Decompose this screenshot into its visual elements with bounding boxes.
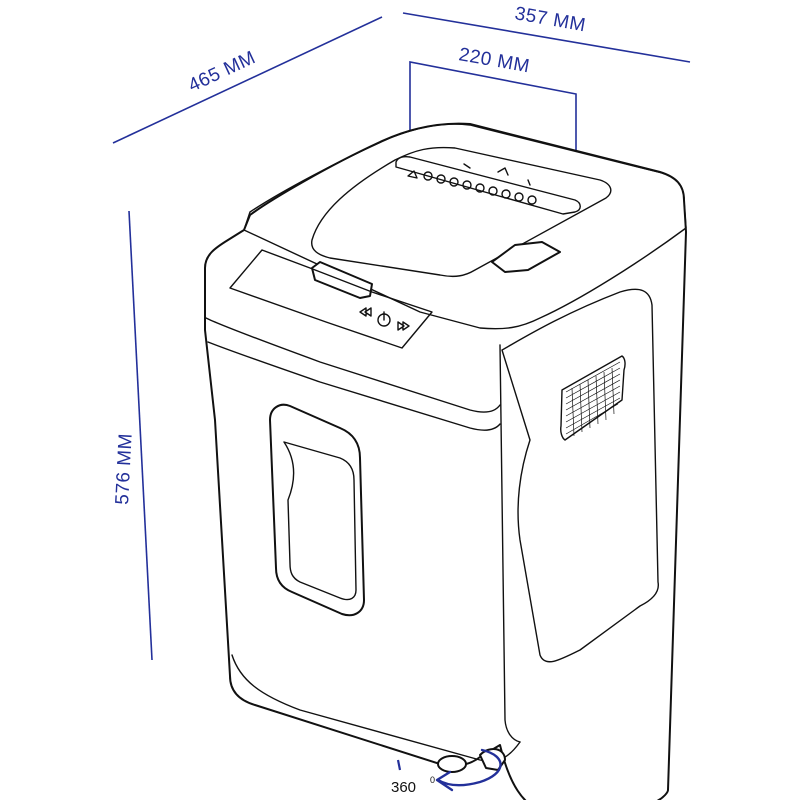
lid-panel [311,146,612,278]
paper-clip-icon [463,163,531,186]
rotation-indicator: 360 0 [391,748,502,796]
capacity-dot-4 [462,180,472,190]
reverse-button[interactable] [359,307,372,317]
front-lower-seam [207,341,501,431]
sheet-capacity-icon [407,170,418,179]
width-label: 357 MM [513,3,587,36]
opening-label: 220 MM [457,44,531,77]
capacity-dot-9 [527,195,537,205]
opening-dimension-bracket [409,61,577,188]
capacity-dot-6 [488,186,498,196]
dimension-lines [112,12,691,661]
side-vent-frame [560,355,626,441]
rotation-value: 360 [391,779,416,796]
capacity-dot-7 [501,189,511,199]
control-panel [229,249,433,349]
front-upper-seam [205,317,501,413]
slot-indicator-dots [407,163,537,205]
front-window-inner [283,441,357,601]
side-panel [501,288,659,663]
shredder-lid [243,123,687,330]
rotation-arrowhead-icon [435,770,454,792]
paper-slot [395,155,581,215]
capacity-dot-2 [436,174,446,184]
width-dimension-line [402,12,691,63]
rotation-tick [396,759,402,771]
capacity-dot-5 [475,183,485,193]
front-right-edge [499,344,521,743]
forward-icon [397,321,410,331]
capacity-dot-1 [423,171,433,181]
rotation-arrow-arc [436,748,502,787]
depth-dimension-line [112,16,383,144]
height-label: 576 MM [112,433,137,506]
capacity-dot-3 [449,177,459,187]
power-button[interactable] [377,311,391,327]
side-vent [560,355,626,441]
front-caster [437,755,467,773]
reverse-icon [359,307,372,317]
depth-label: 465 MM [185,47,259,96]
rotation-unit: 0 [430,775,435,785]
front-window-outer [269,403,365,617]
height-dimension-line [128,210,153,661]
shredder [204,122,687,800]
capacity-dot-8 [514,192,524,202]
side-vent-mesh [565,361,621,437]
lid-release-button[interactable] [491,241,561,273]
base-band [231,654,521,762]
forward-button[interactable] [397,321,410,331]
